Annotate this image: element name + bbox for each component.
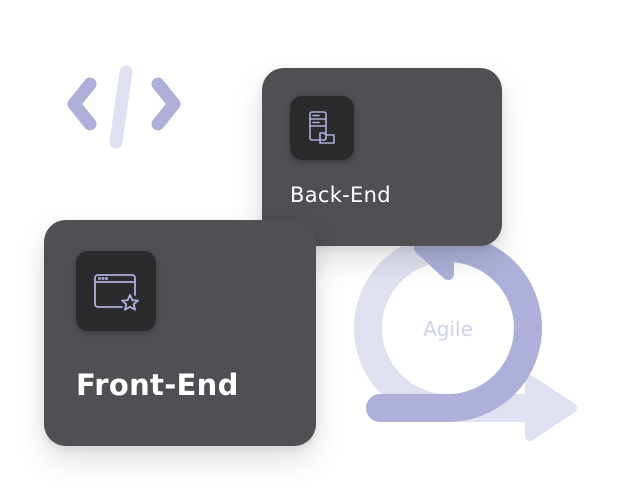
back-end-title: Back-End (290, 183, 391, 207)
cycle-arrow-icon: Agile (354, 216, 577, 441)
browser-window-star-icon (94, 274, 139, 311)
code-brackets-icon (62, 62, 186, 154)
back-end-card: Back-End (262, 68, 502, 246)
agile-label: Agile (423, 317, 473, 341)
front-end-icon-tile (76, 251, 156, 331)
back-end-icon-tile (290, 96, 354, 160)
agile-cycle: Agile (350, 216, 590, 450)
front-end-card: Front-End (44, 220, 316, 446)
front-end-title: Front-End (76, 368, 239, 402)
server-folder-icon (309, 111, 335, 144)
